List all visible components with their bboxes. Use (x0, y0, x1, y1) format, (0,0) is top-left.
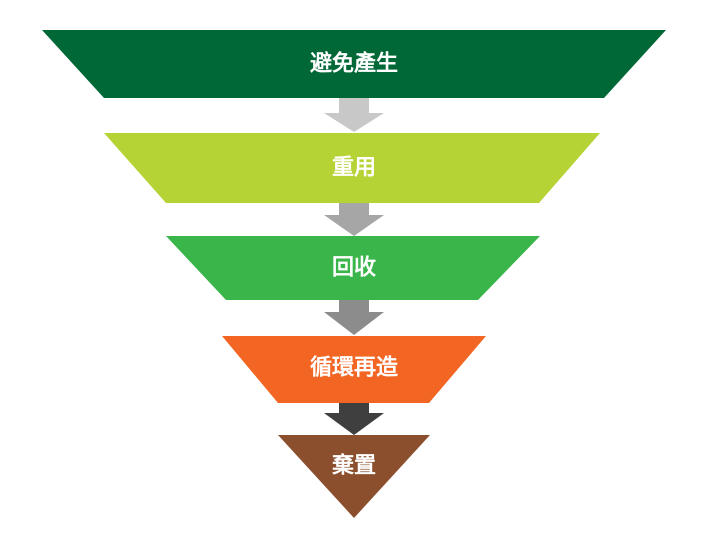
arrow-1-shaft (339, 98, 369, 114)
arrow-2-shaft (339, 203, 369, 216)
arrow-3-head (324, 312, 384, 335)
arrow-3 (324, 300, 384, 335)
arrow-4 (324, 403, 384, 435)
tier-reuse-shape (104, 133, 600, 203)
tier-recycling-label: 循環再造 (310, 355, 398, 381)
tier-avoidance-shape (42, 30, 666, 98)
tier-reuse-label: 重用 (332, 156, 376, 181)
arrow-2 (324, 203, 384, 236)
arrow-4-head (324, 413, 384, 435)
tier-recycling-shape (222, 336, 486, 403)
tier-disposal: 棄置 (278, 435, 430, 518)
tier-disposal-label: 棄置 (332, 453, 376, 479)
arrow-2-head (324, 215, 384, 236)
arrow-1 (324, 98, 384, 132)
arrow-3-shaft (339, 300, 369, 313)
tier-disposal-shape (278, 435, 430, 518)
tier-recovery: 回收 (166, 236, 540, 300)
tier-recovery-label: 回收 (332, 255, 376, 281)
tier-avoidance-label: 避免產生 (310, 51, 398, 77)
tier-recovery-shape (166, 236, 540, 300)
arrow-4-shaft (339, 403, 369, 414)
tier-avoidance: 避免產生 (42, 30, 666, 98)
tier-recycling: 循環再造 (222, 336, 486, 403)
arrow-1-head (324, 113, 384, 132)
tier-reuse: 重用 (104, 133, 600, 203)
